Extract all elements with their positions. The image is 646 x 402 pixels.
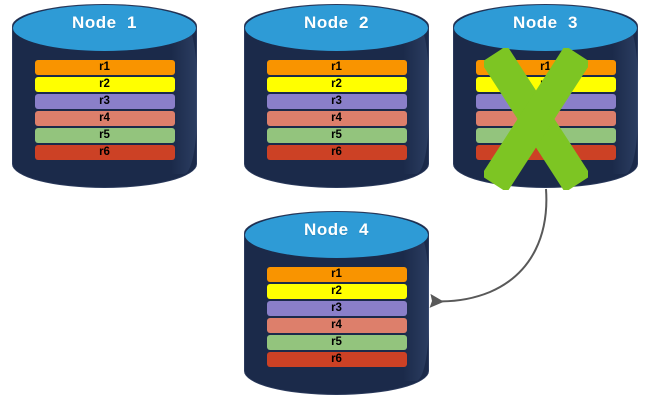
- data-row-r6: r6: [475, 145, 616, 160]
- node-title: Node 4: [304, 220, 369, 239]
- database-node-2[interactable]: Node 2 r1 r2 r3 r4 r5 r6: [244, 4, 429, 188]
- node-title: Node 2: [304, 13, 369, 32]
- row-list: r1 r2 r3 r4 r5 r6: [12, 60, 197, 162]
- row-list: r1 r2 r3 r4 r5 r6: [244, 60, 429, 162]
- cylinder-top-disc: [245, 212, 428, 258]
- data-row-r1: r1: [266, 60, 407, 75]
- cylinder-top-disc: [13, 5, 196, 51]
- data-row-r1: r1: [34, 60, 175, 75]
- cylinder-top-disc: [245, 5, 428, 51]
- node-title: Node 3: [513, 13, 578, 32]
- row-list: r1 r2 r3 r4 r5 r6: [453, 60, 638, 162]
- data-row-r1: r1: [475, 60, 616, 75]
- data-row-r1: r1: [266, 267, 407, 282]
- database-node-4[interactable]: Node 4 r1 r2 r3 r4 r5 r6: [244, 211, 429, 395]
- data-row-r4: r4: [266, 111, 407, 126]
- database-node-1[interactable]: Node 1 r1 r2 r3 r4 r5 r6: [12, 4, 197, 188]
- data-row-r4: r4: [34, 111, 175, 126]
- data-row-r5: r5: [266, 335, 407, 350]
- data-row-r3: r3: [266, 94, 407, 109]
- database-node-3[interactable]: Node 3 r1 r2 r3 r4 r5 r6: [453, 4, 638, 188]
- data-row-r2: r2: [475, 77, 616, 92]
- data-row-r2: r2: [34, 77, 175, 92]
- data-row-r2: r2: [266, 77, 407, 92]
- data-row-r5: r5: [475, 128, 616, 143]
- data-row-r5: r5: [266, 128, 407, 143]
- cylinder-top-disc: [454, 5, 637, 51]
- data-row-r6: r6: [266, 145, 407, 160]
- data-row-r4: r4: [475, 111, 616, 126]
- data-row-r6: r6: [266, 352, 407, 367]
- data-row-r3: r3: [266, 301, 407, 316]
- row-list: r1 r2 r3 r4 r5 r6: [244, 267, 429, 369]
- data-row-r4: r4: [266, 318, 407, 333]
- data-row-r2: r2: [266, 284, 407, 299]
- node-title: Node 1: [72, 13, 137, 32]
- data-row-r3: r3: [475, 94, 616, 109]
- data-row-r5: r5: [34, 128, 175, 143]
- data-row-r3: r3: [34, 94, 175, 109]
- data-row-r6: r6: [34, 145, 175, 160]
